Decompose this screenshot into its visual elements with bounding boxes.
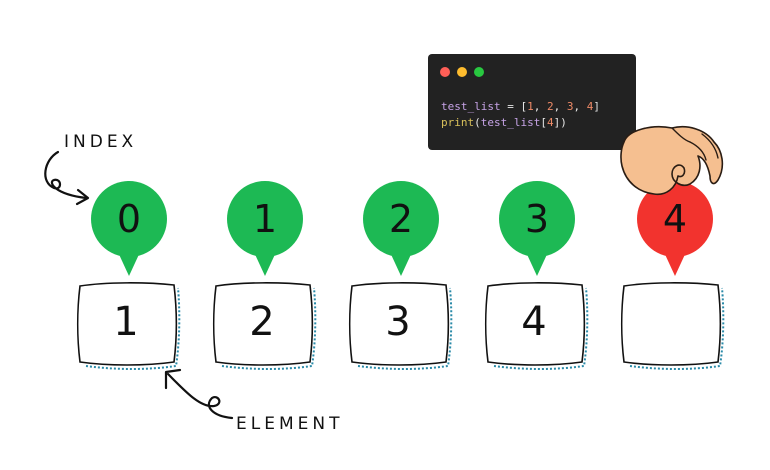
pin-shape-icon [363,181,439,276]
box-shape-icon [76,282,181,370]
pin-shape-icon [637,181,713,276]
code-close-bracket: ]) [553,116,567,129]
element-arrow-icon [164,368,234,420]
index-pin: 3 [498,180,576,280]
hand-icon [620,126,724,196]
code-line-2: print(test_list[4]) [441,116,567,129]
element-box-empty [620,280,726,372]
minimize-dot-icon [457,67,467,77]
element-value: 1 [113,299,139,345]
index-label: INDEX [64,132,138,152]
code-variable: test_list [480,116,541,129]
maximize-dot-icon [474,67,484,77]
element-box: 4 [484,280,590,372]
element-value: 3 [385,299,411,345]
index-value: 4 [662,197,688,241]
element-value: 2 [249,299,275,345]
element-box: 1 [76,280,182,372]
pin-shape-icon [499,181,575,276]
element-value [620,280,720,364]
close-dot-icon [440,67,450,77]
element-label: ELEMENT [236,414,344,434]
box-shape-icon [484,282,589,370]
code-close-bracket: ] [593,100,600,113]
pin-shape-icon [91,181,167,276]
element-box: 3 [348,280,454,372]
code-window: test_list = [1, 2, 3, 4] print(test_list… [428,54,636,150]
code-number: 4 [586,100,594,113]
code-open-paren: ( [474,116,481,129]
code-function: print [441,116,475,129]
code-block: test_list = [1, 2, 3, 4] print(test_list… [441,99,600,131]
code-number: 1 [527,100,534,113]
index-value: 2 [388,197,414,241]
index-pin: 2 [362,180,440,280]
code-line-1: test_list = [1, 2, 3, 4] [441,100,600,113]
code-assign: = [ [500,100,528,113]
code-number: 4 [546,116,554,129]
pin-shape-icon [227,181,303,276]
code-variable: test_list [441,100,501,113]
box-shape-icon [348,282,453,370]
index-value: 1 [252,197,278,241]
element-box: 2 [212,280,318,372]
index-value: 3 [524,197,550,241]
code-number: 3 [566,100,574,113]
index-pin-out-of-range: 4 [636,180,714,280]
index-value: 0 [116,197,142,241]
box-shape-icon [620,282,725,370]
index-arrow-icon [44,150,90,206]
element-value: 4 [521,299,547,345]
index-pin: 0 [90,180,168,280]
index-pin: 1 [226,180,304,280]
code-number: 2 [546,100,554,113]
box-shape-icon [212,282,317,370]
code-open-bracket: [ [540,116,547,129]
